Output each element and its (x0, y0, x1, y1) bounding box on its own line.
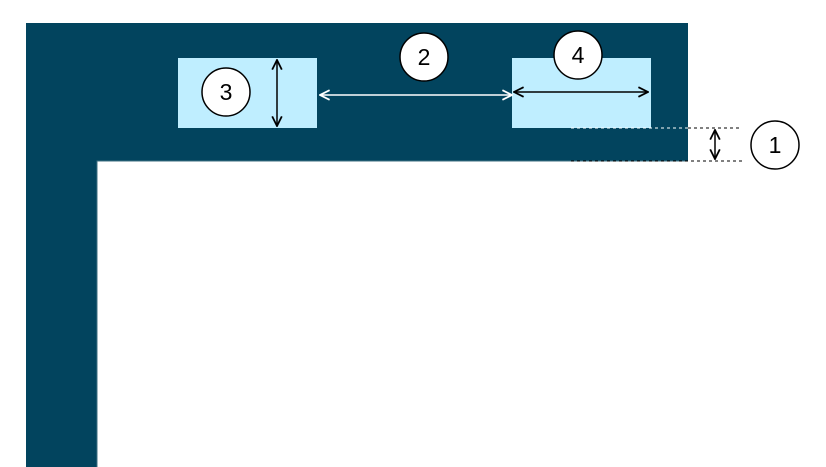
numbered-circle-icon (553, 30, 603, 80)
marker-1: 1 (750, 120, 800, 170)
marker-3-label: 3 (220, 79, 233, 105)
marker-2-label: 2 (418, 44, 431, 70)
numbered-circle-icon (750, 120, 800, 170)
content-area-edge (96, 160, 688, 467)
numbered-circle-icon (399, 32, 449, 82)
marker-4: 4 (553, 30, 603, 80)
frame-shape (26, 23, 688, 467)
marker-4-label: 4 (572, 42, 585, 68)
marker-1-label: 1 (769, 132, 782, 158)
numbered-circle-icon (201, 67, 251, 117)
marker-2: 2 (399, 32, 449, 82)
marker-3: 3 (201, 67, 251, 117)
